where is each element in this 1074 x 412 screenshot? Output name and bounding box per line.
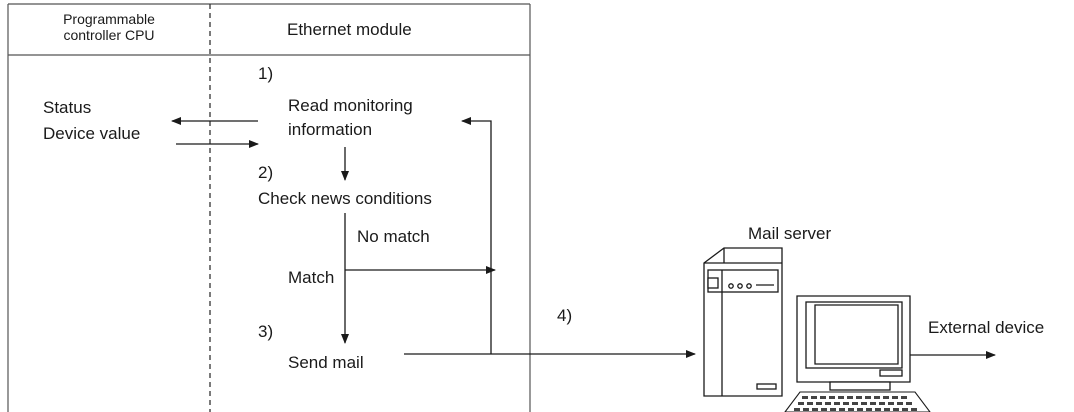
header-module-label: Ethernet module [287, 20, 412, 39]
match-label: Match [288, 268, 335, 287]
server-tower-icon [703, 247, 783, 397]
loop-back-arrow [461, 117, 492, 354]
step4-label: 4) [557, 306, 573, 325]
module-frame [7, 3, 531, 412]
header-cpu-label: Programmable controller CPU [8, 11, 210, 43]
monitor-icon [796, 295, 911, 391]
step2-label: 2) [258, 163, 274, 182]
step1-label: 1) [258, 64, 274, 83]
step3-label: 3) [258, 322, 274, 341]
external-device-label: External device [928, 318, 1045, 337]
keyboard-icon [784, 391, 931, 412]
mail-server-label: Mail server [748, 224, 832, 243]
check-news-conditions-label: Check news conditions [258, 189, 432, 208]
send-mail-label: Send mail [288, 353, 364, 372]
status-label: Status [43, 98, 92, 117]
read-monitoring-line1: Read monitoring [288, 96, 413, 115]
header-cpu-line1: Programmable [63, 11, 155, 27]
no-match-label: No match [357, 227, 430, 246]
read-monitoring-line2: information [288, 120, 373, 139]
device-value-label: Device value [43, 124, 141, 143]
read-monitoring-label: Read monitoring information [288, 96, 413, 140]
header-cpu-line2: controller CPU [63, 27, 155, 43]
